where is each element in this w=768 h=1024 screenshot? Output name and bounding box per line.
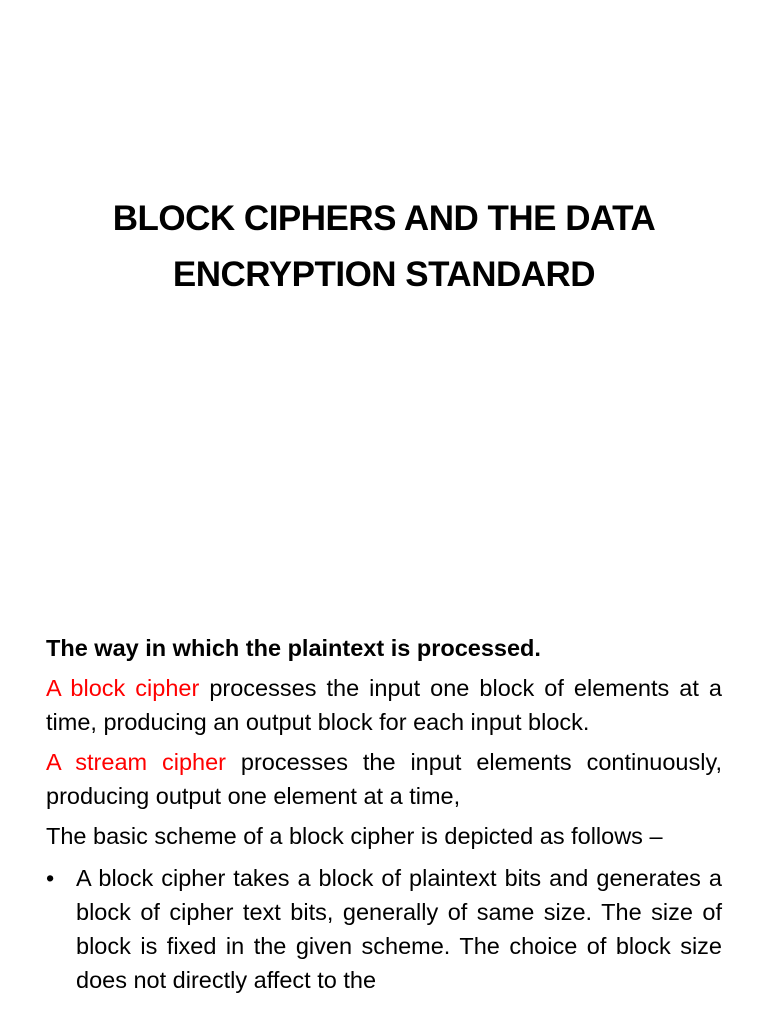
section-heading: The way in which the plaintext is proces… — [46, 635, 541, 661]
bullet-item: • A block cipher takes a block of plaint… — [46, 861, 722, 997]
block-cipher-paragraph: A block cipher processes the input one b… — [46, 671, 722, 739]
bullet-icon: • — [46, 865, 55, 891]
block-cipher-text: processes the input one block of element… — [46, 675, 722, 735]
scheme-intro: The basic scheme of a block cipher is de… — [46, 823, 663, 849]
block-cipher-term: A block cipher — [46, 675, 200, 701]
slide-content: The way in which the plaintext is proces… — [46, 631, 722, 997]
stream-cipher-paragraph: A stream cipher processes the input elem… — [46, 745, 722, 813]
title-line-2: ENCRYPTION STANDARD — [172, 255, 596, 294]
stream-cipher-term: A stream cipher — [46, 749, 226, 775]
bullet-text: A block cipher takes a block of plaintex… — [76, 865, 722, 993]
bullet-list: • A block cipher takes a block of plaint… — [46, 861, 722, 997]
title-line-1: BLOCK CIPHERS AND THE DATA — [112, 199, 656, 238]
slide-title: BLOCK CIPHERS AND THE DATA ENCRYPTION ST… — [40, 191, 728, 303]
stream-cipher-text: processes the input elements continuousl… — [46, 749, 722, 809]
